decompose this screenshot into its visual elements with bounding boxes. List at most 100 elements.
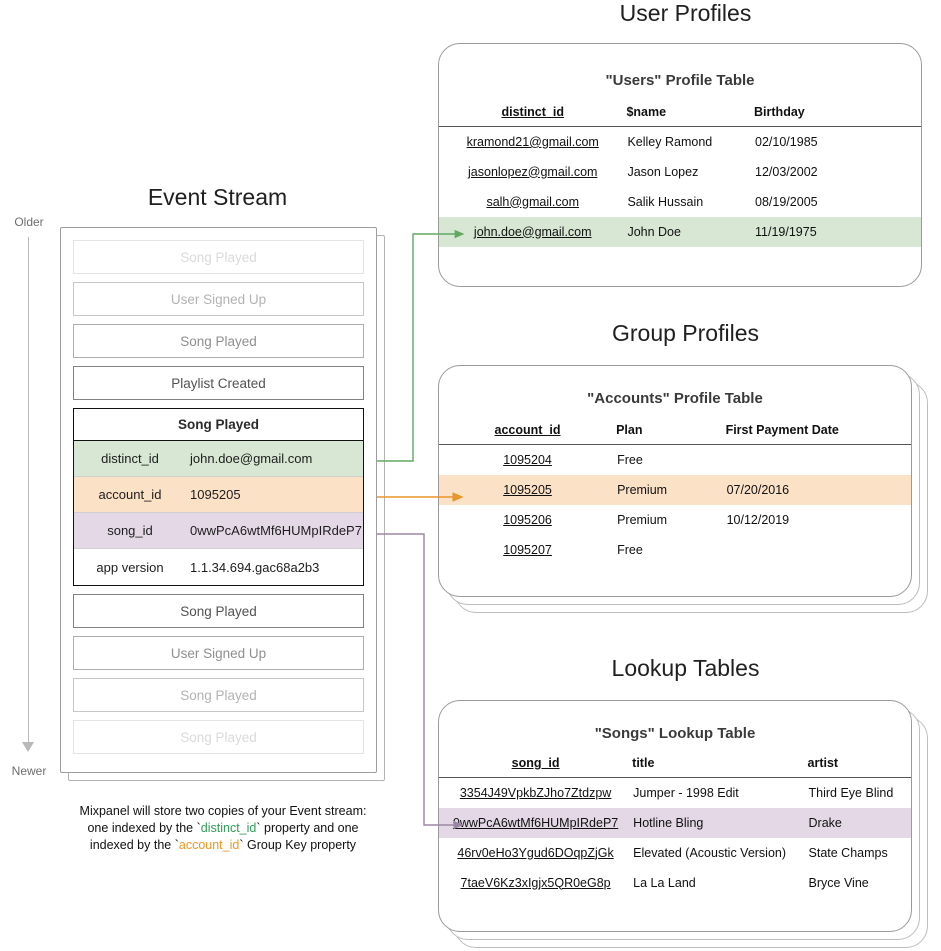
event-stream-panel: Song Played User Signed Up Song Played P… [60, 227, 385, 781]
cell-distinct-id: salh@gmail.com [486, 194, 580, 209]
cell-song-id: 7taeV6Kz3xIgjx5QR0eG8p [460, 875, 611, 890]
cell-account-id: 1095206 [503, 512, 552, 527]
table-header-row: song_id title artist [439, 756, 911, 778]
event-row[interactable]: User Signed Up [73, 636, 364, 670]
cell-account-id: 1095204 [503, 452, 552, 467]
cell-distinct-id: kramond21@gmail.com [466, 134, 599, 149]
property-key: song_id [107, 523, 153, 538]
cell-plan: Premium [617, 512, 668, 527]
property-value: john.doe@gmail.com [190, 451, 313, 466]
event-property-song-id: song_id 0wwPcA6wtMf6HUMpIRdeP7 [74, 513, 363, 549]
table-row[interactable]: 7taeV6Kz3xIgjx5QR0eG8p La La Land Bryce … [439, 868, 911, 898]
cell-name: Jason Lopez [627, 164, 699, 179]
cell-song-id: 3354J49VpkbZJho7Ztdzpw [459, 785, 612, 800]
timeline-line [28, 237, 29, 747]
event-timeline-axis: Older Newer [0, 215, 58, 785]
table-row-highlighted[interactable]: 0wwPcA6wtMf6HUMpIRdeP7 Hotline Bling Dra… [439, 807, 911, 838]
table-row[interactable]: 1095207 Free [439, 535, 911, 565]
caption-line-3-pre: indexed by the ` [89, 838, 179, 852]
songs-lookup-card: "Songs" Lookup Table song_id title artis… [438, 700, 912, 932]
cell-account-id: 1095207 [503, 542, 552, 557]
users-profile-table: distinct_id $name Birthday kramond21@gma… [439, 105, 921, 247]
column-header-account-id: account_id [494, 423, 561, 437]
users-profile-card: "Users" Profile Table distinct_id $name … [438, 43, 922, 287]
column-header-distinct-id: distinct_id [501, 105, 564, 119]
cell-title: Elevated (Acoustic Version) [633, 845, 787, 860]
cell-distinct-id: john.doe@gmail.com [439, 216, 627, 247]
songs-lookup-table: song_id title artist 3354J49VpkbZJho7Ztd… [439, 756, 911, 898]
songs-table-title: "Songs" Lookup Table [594, 725, 756, 742]
table-row[interactable]: 46rv0eHo3Ygud6DOqpZjGk Elevated (Acousti… [439, 838, 911, 868]
cell-song-id: 0wwPcA6wtMf6HUMpIRdeP7 [439, 807, 633, 838]
cell-distinct-id: jasonlopez@gmail.com [468, 164, 598, 179]
cell-plan: Free [617, 452, 643, 467]
event-property-distinct-id: distinct_id john.doe@gmail.com [74, 441, 363, 477]
cell-plan: Premium [616, 474, 726, 505]
event-row[interactable]: User Signed Up [73, 282, 364, 316]
table-row[interactable]: 3354J49VpkbZJho7Ztdzpw Jumper - 1998 Edi… [439, 778, 911, 808]
property-value: 1095205 [190, 487, 241, 502]
cell-title: Jumper - 1998 Edit [633, 785, 739, 800]
cell-song-id: 46rv0eHo3Ygud6DOqpZjGk [457, 845, 614, 860]
accounts-profile-card: "Accounts" Profile Table account_id Plan… [438, 365, 912, 597]
event-row[interactable]: Song Played [73, 594, 364, 628]
table-row[interactable]: 1095206 Premium 10/12/2019 [439, 505, 911, 535]
timeline-arrow-icon [22, 742, 34, 752]
event-property-account-id: account_id 1095205 [74, 477, 363, 513]
cell-artist: State Champs [808, 845, 888, 860]
event-row[interactable]: Playlist Created [73, 366, 364, 400]
table-row-highlighted[interactable]: john.doe@gmail.com John Doe 11/19/1975 [439, 216, 921, 247]
table-row-highlighted[interactable]: 1095205 Premium 07/20/2016 [439, 474, 911, 505]
column-header-song-id: song_id [511, 756, 560, 770]
accounts-profile-table: account_id Plan First Payment Date 10952… [439, 423, 911, 565]
cell-name: John Doe [626, 216, 755, 247]
property-key: app version [96, 559, 164, 575]
property-value: 0wwPcA6wtMf6HUMpIRdeP7 [190, 523, 362, 538]
table-row[interactable]: 1095204 Free [439, 445, 911, 475]
table-header-row: account_id Plan First Payment Date [439, 423, 911, 445]
cell-birthday: 02/10/1985 [755, 134, 818, 149]
user-profiles-panel: "Users" Profile Table distinct_id $name … [438, 43, 922, 287]
property-key: distinct_id [101, 451, 159, 466]
timeline-older-label: Older [14, 215, 44, 229]
caption-line-1: Mixpanel will store two copies of your E… [79, 804, 367, 818]
cell-birthday: 12/03/2002 [755, 164, 818, 179]
cell-artist: Bryce Vine [808, 875, 869, 890]
caption-distinct-id-key: distinct_id [200, 821, 257, 835]
property-key: account_id [98, 487, 162, 502]
event-stream-title: Event Stream [147, 184, 288, 210]
group-profiles-title: Group Profiles [611, 320, 759, 346]
lookup-tables-panel: "Songs" Lookup Table song_id title artis… [438, 700, 928, 948]
timeline-newer-label: Newer [11, 764, 47, 778]
property-value: 1.1.34.694.gac68a2b3 [190, 559, 320, 575]
column-header-first-payment-date: First Payment Date [725, 423, 839, 437]
cell-first-payment-date: 10/12/2019 [726, 512, 790, 527]
event-property-app-version: app version 1.1.34.694.gac68a2b3 [74, 549, 363, 585]
cell-artist: Drake [807, 807, 911, 838]
column-header-title: title [632, 756, 655, 770]
cell-name: Kelley Ramond [627, 134, 713, 149]
column-header-plan: Plan [616, 423, 643, 437]
column-header-birthday: Birthday [754, 105, 805, 119]
table-row[interactable]: jasonlopez@gmail.com Jason Lopez 12/03/2… [439, 157, 921, 187]
cell-title: La La Land [633, 875, 696, 890]
table-header-row: distinct_id $name Birthday [439, 105, 921, 127]
event-row[interactable]: Song Played [73, 720, 364, 754]
accounts-table-title: "Accounts" Profile Table [587, 390, 763, 407]
group-profiles-panel: "Accounts" Profile Table account_id Plan… [438, 365, 928, 613]
event-stream-content: Song Played User Signed Up Song Played P… [60, 227, 377, 773]
cell-first-payment-date [726, 535, 911, 565]
caption-line-2-post: ` property and one [256, 821, 359, 835]
event-row[interactable]: Song Played [73, 678, 364, 712]
cell-title: Hotline Bling [632, 807, 808, 838]
caption-line-2-pre: one indexed by the ` [87, 821, 201, 835]
expanded-event-title: Song Played [74, 409, 363, 441]
table-row[interactable]: salh@gmail.com Salik Hussain 08/19/2005 [439, 187, 921, 217]
users-table-title: "Users" Profile Table [605, 72, 755, 89]
table-row[interactable]: kramond21@gmail.com Kelley Ramond 02/10/… [439, 127, 921, 157]
expanded-event-card[interactable]: Song Played distinct_id john.doe@gmail.c… [73, 408, 364, 586]
column-header-artist: artist [807, 756, 839, 770]
event-row[interactable]: Song Played [73, 240, 364, 274]
caption-line-3: indexed by the `account_id` Group Key pr… [28, 837, 418, 854]
event-row[interactable]: Song Played [73, 324, 364, 358]
